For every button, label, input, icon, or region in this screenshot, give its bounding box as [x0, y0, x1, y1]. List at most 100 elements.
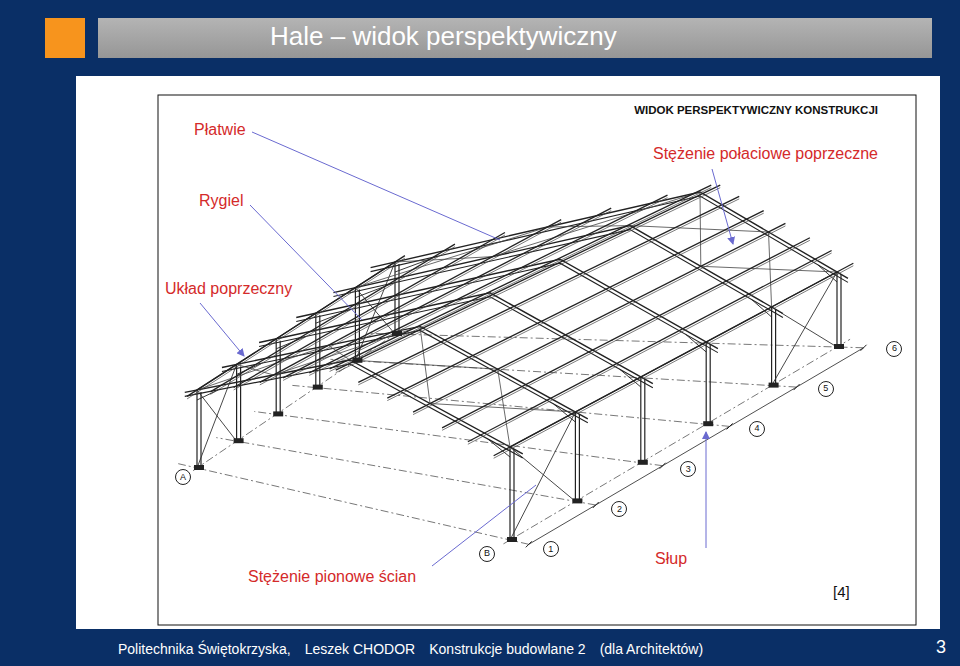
structure-line: [503, 339, 850, 544]
structure-line: [240, 366, 241, 441]
footer-text: Politechnika Świętokrzyska,: [118, 641, 291, 657]
structure-line: [836, 272, 837, 347]
column-base: [194, 465, 204, 470]
column-base: [352, 358, 362, 363]
structure-line: [442, 240, 810, 430]
structure-line: [442, 238, 810, 428]
axis-label: B: [484, 549, 490, 558]
axis-label: A: [180, 473, 186, 482]
structure-line: [575, 412, 576, 501]
callout-label: Stężenie połaciowe poprzeczne: [653, 145, 878, 163]
structure-line: [413, 226, 785, 415]
structure-line: [330, 185, 712, 369]
leader-line: [712, 169, 733, 244]
structure-line: [468, 251, 832, 442]
column-base: [834, 344, 844, 349]
structure-line: [330, 359, 796, 387]
column-base: [638, 460, 648, 465]
structure-line: [593, 502, 599, 508]
structure-line: [350, 360, 498, 369]
structure-line: [387, 211, 763, 398]
structure-line: [333, 226, 782, 314]
column-base: [392, 331, 402, 336]
structure-line: [315, 313, 316, 387]
structure-line: [178, 464, 529, 545]
structure-line: [510, 412, 575, 540]
column-base: [313, 385, 323, 390]
structure-line: [775, 309, 776, 386]
structure-line: [509, 447, 510, 540]
callout-label: Stężenie pionowe ścian: [248, 568, 416, 586]
accent-square: [45, 18, 85, 58]
footer-text: Konstrukcje budowlane 2: [429, 641, 585, 657]
structure-line: [494, 266, 854, 459]
structure-line: [701, 266, 837, 272]
axis-label: 4: [754, 424, 759, 433]
structure-line: [309, 195, 667, 373]
structure-line: [193, 329, 403, 471]
axis-label: 3: [686, 465, 691, 474]
footer-text: (dla Architektów): [600, 641, 703, 657]
leader-line: [432, 485, 536, 566]
callout-label: Rygiel: [199, 192, 243, 210]
structure-line: [468, 253, 832, 444]
reference-number: [4]: [833, 583, 850, 600]
callout-label: Płatwie: [194, 121, 246, 139]
structure-line: [210, 247, 455, 395]
axis-marker: 1: [543, 541, 559, 557]
structure-line: [513, 449, 514, 540]
page-number: 3: [936, 637, 946, 658]
structure-line: [316, 310, 350, 324]
leader-line: [250, 205, 362, 320]
column-base: [507, 537, 517, 542]
structure-line: [330, 188, 712, 372]
slide-title: Hale – widok perspektywiczny: [270, 22, 617, 52]
structure-line: [371, 192, 848, 278]
structure-line: [529, 348, 864, 545]
structure-line: [259, 293, 653, 384]
structure-line: [526, 541, 532, 547]
structure-line: [358, 196, 739, 382]
axis-label: 1: [548, 545, 553, 554]
structure-line: [222, 330, 588, 422]
leader-line: [706, 432, 707, 548]
structure-line: [210, 244, 455, 392]
structure-line: [840, 274, 841, 347]
structure-line: [727, 423, 733, 429]
axis-marker: 5: [818, 381, 834, 397]
structure-line: [710, 344, 711, 424]
structure-line: [283, 211, 611, 381]
leader-line: [200, 303, 244, 356]
structure-group: [178, 185, 866, 547]
structure-line: [794, 384, 800, 390]
structure-line: [771, 307, 772, 386]
structure-line: [336, 188, 720, 373]
callout-label: Słup: [655, 550, 687, 568]
structure-line: [861, 345, 867, 351]
drawing-heading: WIDOK PERSPEKTYWICZNY KONSTRUKCJI: [634, 104, 878, 117]
structure-line: [413, 223, 785, 412]
axis-label: 6: [892, 344, 897, 353]
column-base: [273, 411, 283, 416]
axis-label: 5: [823, 384, 828, 393]
structure-line: [630, 226, 769, 232]
structure-line: [579, 414, 580, 501]
structure-line: [309, 198, 667, 376]
column-base: [572, 498, 582, 503]
structure-line: [187, 256, 405, 397]
axis-marker: B: [479, 546, 495, 562]
structure-line: [510, 447, 575, 501]
axis-label: 2: [617, 505, 622, 514]
structure-line: [216, 438, 595, 505]
structure-line: [234, 233, 505, 388]
drawing-border: [158, 95, 916, 625]
leader-line: [252, 132, 500, 240]
structure-line: [260, 222, 561, 385]
structure-line: [430, 404, 575, 413]
structure-line: [706, 342, 707, 424]
structure-line: [336, 185, 720, 370]
structure-line: [644, 379, 645, 463]
structure-line: [185, 364, 523, 458]
